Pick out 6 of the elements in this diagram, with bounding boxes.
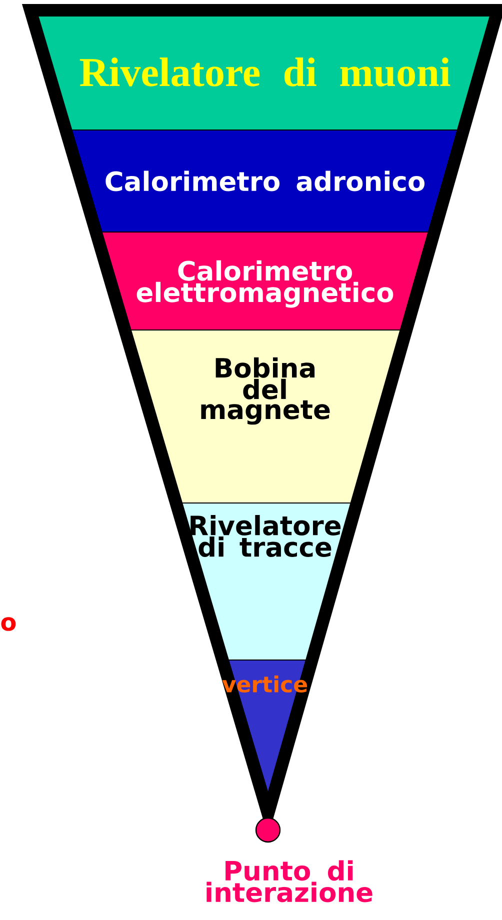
- cut-off-text: o: [1, 617, 16, 631]
- detector-layer: Calorimetro adronico: [71, 130, 458, 232]
- point-caption: Punto di interazione: [206, 860, 372, 902]
- detector-layer: Bobina del magnete: [130, 330, 401, 504]
- interaction-point: [255, 817, 281, 843]
- detector-layer: Calorimetro elettromagnetico: [101, 232, 429, 330]
